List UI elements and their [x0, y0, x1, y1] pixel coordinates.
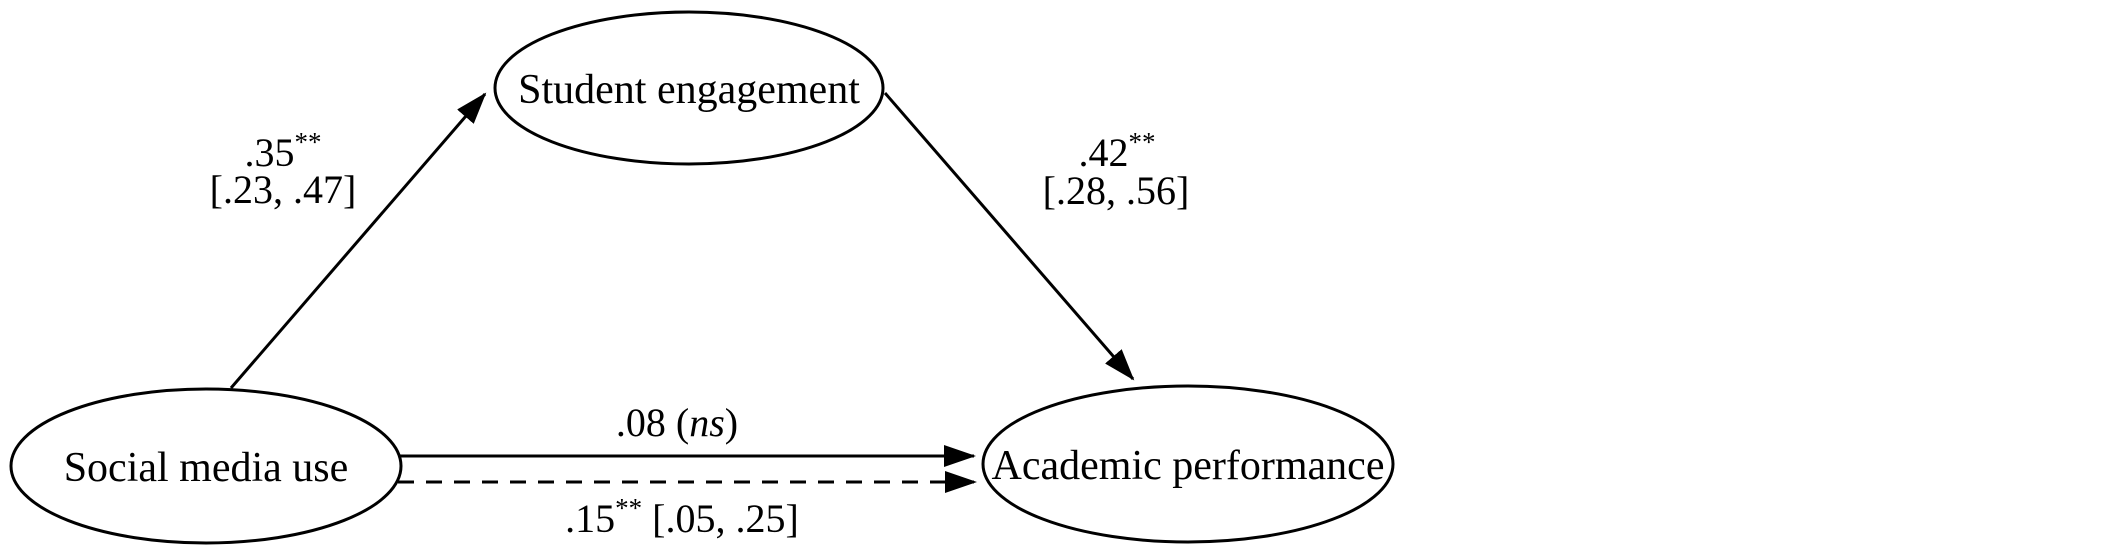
direct-path-label: .08 (ns) [616, 400, 738, 445]
predictor-label: Social media use [64, 445, 349, 491]
a-sig-asterisks: ** [295, 127, 322, 157]
total-path-label: .15** [.05, .25] [565, 493, 799, 541]
a-coef-text: .35 [245, 130, 295, 175]
b-path-label: .42** [.28, .56] [1043, 127, 1190, 213]
b-path-coefficient: .42** [1079, 127, 1156, 175]
b-sig-asterisks: ** [1129, 127, 1156, 157]
direct-coef-text: .08 ( [616, 400, 689, 445]
outcome-ellipse [981, 384, 1395, 544]
outcome-node: Academic performance [981, 384, 1395, 544]
direct-close-paren: ) [725, 400, 738, 445]
b-path-ci: [.28, .56] [1043, 168, 1190, 213]
b-coef-text: .42 [1079, 130, 1129, 175]
a-path-arrow [229, 92, 487, 389]
mediator-ellipse [493, 10, 885, 166]
total-coef-text: .15 [565, 496, 615, 541]
predictor-ellipse [9, 387, 403, 545]
a-path-coefficient: .35** [245, 127, 322, 175]
total-sig-asterisks: ** [615, 493, 642, 523]
mediator-node: Student engagement [493, 10, 885, 166]
a-path-label: .35** [.23, .47] [210, 127, 357, 212]
total-ci-text: [.05, .25] [642, 496, 799, 541]
predictor-node: Social media use [9, 387, 403, 545]
direct-ns-text: ns [689, 400, 725, 445]
outcome-label: Academic performance [992, 443, 1385, 489]
mediator-label: Student engagement [518, 67, 860, 113]
a-path-ci: [.23, .47] [210, 167, 357, 212]
b-path-arrow [883, 92, 1135, 381]
